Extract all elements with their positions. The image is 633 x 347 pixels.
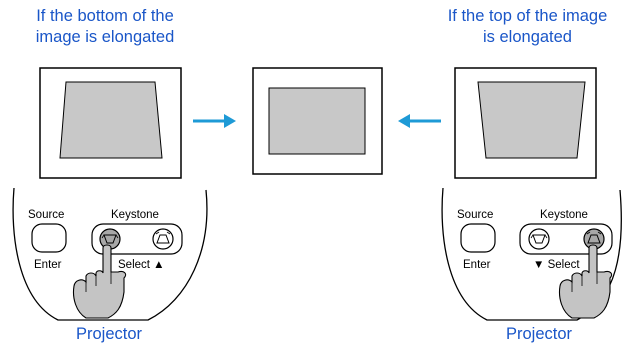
pressing-hand-icon — [72, 244, 127, 319]
keystone-narrow-bottom-icon — [530, 234, 548, 244]
keystone-label: Keystone — [540, 209, 588, 221]
projector-panel-left: Source Enter Keystone Select ▲ — [12, 187, 208, 321]
source-label: Source — [457, 209, 493, 221]
select-label: ▼ Select — [533, 259, 580, 271]
projector-body-outline — [12, 187, 208, 321]
enter-label: Enter — [463, 259, 491, 271]
projector-body-outline — [441, 187, 622, 321]
keystone-narrow-bottom-icon — [101, 234, 119, 244]
keystone-narrow-top-button[interactable] — [152, 228, 174, 250]
caption-line: is elongated — [483, 28, 572, 46]
keystone-narrow-top-icon — [155, 231, 171, 244]
caption-bottom-elongated: If the bottom of the image is elongated — [0, 6, 210, 48]
caption-line: If the bottom of the — [36, 7, 174, 25]
keystone-narrow-bottom-button[interactable] — [528, 228, 550, 250]
screen-bottom-elongated — [39, 67, 182, 179]
enter-label: Enter — [34, 259, 62, 271]
corrected-image — [268, 87, 366, 155]
projector-label-right: Projector — [505, 325, 573, 343]
pressing-hand-icon — [558, 244, 613, 319]
source-button[interactable] — [31, 223, 67, 253]
projector-panel-right: Source Enter Keystone ▼ Select — [441, 187, 622, 321]
distorted-image-top-wide — [477, 81, 586, 159]
arrow-left-icon — [398, 114, 441, 128]
source-button[interactable] — [460, 223, 496, 253]
caption-line: If the top of the image — [447, 7, 608, 25]
screen-top-elongated — [454, 67, 597, 179]
caption-line: image is elongated — [35, 28, 175, 46]
distorted-image-bottom-wide — [59, 81, 163, 159]
screen-corrected — [252, 67, 383, 175]
arrow-right-icon — [193, 114, 236, 128]
select-label: Select ▲ — [118, 259, 165, 271]
projector-label-left: Projector — [75, 325, 143, 343]
caption-top-elongated: If the top of the image is elongated — [422, 6, 633, 48]
keystone-narrow-top-icon — [586, 231, 602, 244]
source-label: Source — [28, 209, 64, 221]
keystone-label: Keystone — [111, 209, 159, 221]
